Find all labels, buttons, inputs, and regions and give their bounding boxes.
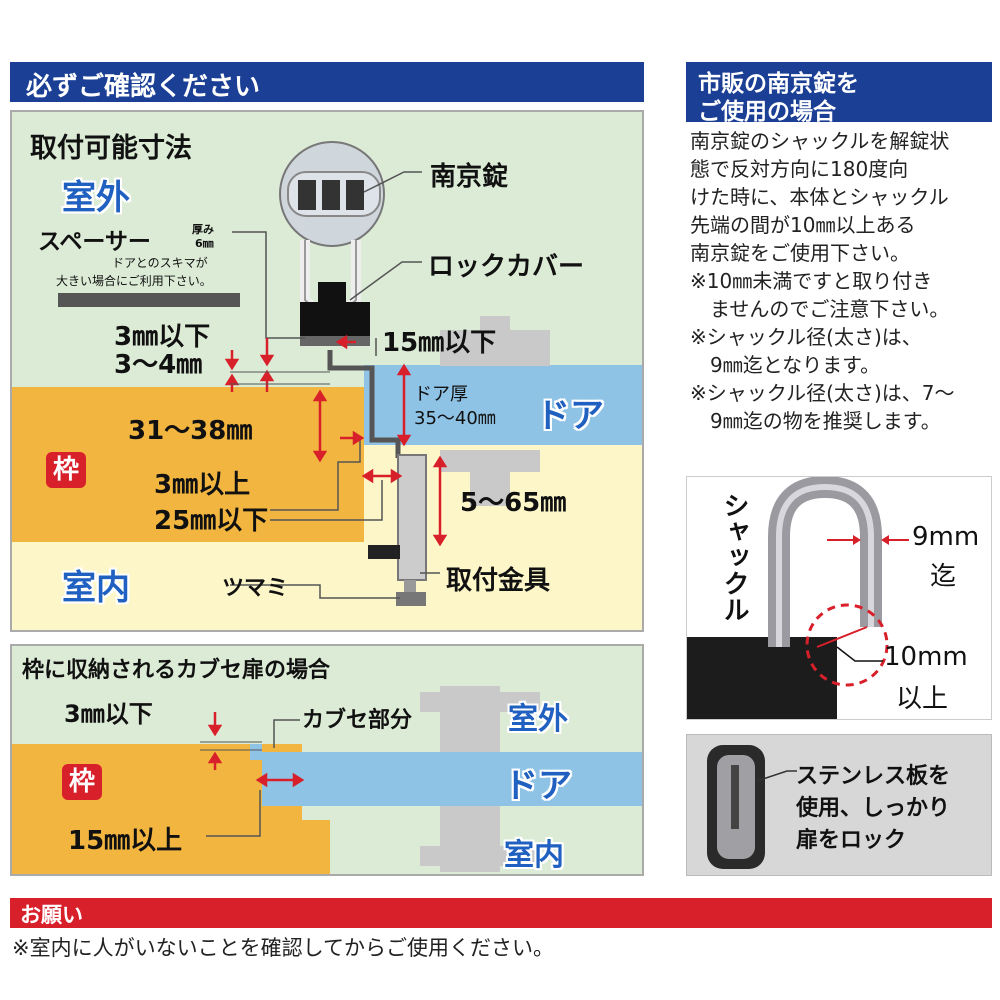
- kabuse-outside-label: 室外: [508, 702, 568, 737]
- shackle-photo: [686, 476, 992, 720]
- stainless-plate-photo: [686, 734, 992, 876]
- door-thickness-label: ドア厚: [414, 384, 468, 405]
- spacer-bar: [58, 293, 240, 307]
- kabuse-inside-label: 室内: [504, 838, 564, 873]
- side-body-line: 9㎜迄となります。: [690, 353, 881, 377]
- request-header-text: お願い: [20, 903, 83, 927]
- frame-badge: 枠: [46, 452, 86, 488]
- section-header-confirm-text: 必ずご確認ください: [26, 72, 261, 102]
- shackle-dim-10mm-suffix: 以上: [896, 684, 949, 714]
- dim-31-38: 31～38㎜: [128, 416, 253, 446]
- request-text: ※室内に人がいないことを確認してからご使用ください。: [12, 936, 554, 960]
- door-label: ドア: [536, 396, 604, 436]
- shackle-dim-9mm: 9mm: [912, 522, 980, 552]
- side-body-line: 南京錠のシャックルを解錠状: [690, 129, 950, 153]
- side-body-line: けた時に、本体とシャックル: [690, 185, 949, 209]
- padlock-label: 南京錠: [430, 162, 509, 192]
- bracket-label: 取付金具: [446, 566, 551, 596]
- dim-3-4mm: 3～4㎜: [114, 350, 203, 380]
- side-body-line: 先端の間が10㎜以上ある: [690, 213, 916, 237]
- side-body-line: 9㎜迄の物を推奨します。: [690, 409, 941, 433]
- spacer-thickness-a: 厚み: [192, 223, 214, 236]
- kabuse-frame-badge: 枠: [62, 764, 102, 800]
- side-header-line-2: ご使用の場合: [698, 99, 836, 125]
- mount-dimensions-title: 取付可能寸法: [30, 133, 192, 164]
- side-body-line: 態で反対方向に180度向: [690, 157, 909, 181]
- door-thickness-value: 35～40㎜: [414, 408, 496, 429]
- kabuse-dim-3mm-below: 3㎜以下: [64, 700, 153, 728]
- side-header: [686, 62, 992, 122]
- plate-desc-1: ステンレス板を: [796, 764, 951, 789]
- spacer-thickness-b: 6㎜: [195, 237, 214, 250]
- door-zone: [364, 365, 642, 445]
- outside-label: 室外: [62, 178, 130, 218]
- plate-desc-3: 扉をロック: [796, 828, 907, 853]
- spacer-desc-1: ドアとのスキマが: [112, 256, 208, 270]
- spacer-label: スペーサー: [38, 229, 151, 255]
- shackle-label: シャックル: [719, 492, 749, 622]
- request-header-bar: [10, 898, 992, 928]
- kabuse-door-label: ドア: [504, 766, 572, 806]
- side-body-line: 南京錠をご使用下さい。: [690, 241, 910, 265]
- dim-3mm-above: 3㎜以上: [154, 470, 251, 500]
- kabuse-dim-15mm-above: 15㎜以上: [68, 826, 183, 856]
- inside-label: 室内: [62, 568, 130, 608]
- side-body-line: ※シャックル径(太さ)は、: [690, 325, 922, 349]
- section-header-confirm: [10, 62, 644, 102]
- lock-cover-label: ロックカバー: [428, 252, 585, 282]
- side-body-line: ※10㎜未満ですと取り付き: [690, 269, 933, 293]
- knob-label: ツマミ: [222, 576, 289, 601]
- kabuse-part-label: カブセ部分: [302, 708, 413, 733]
- side-body-line: ※シャックル径(太さ)は、7～: [690, 381, 955, 405]
- dim-15mm-below: 15㎜以下: [382, 328, 497, 358]
- plate-desc-2: 使用、しっかり: [796, 796, 951, 821]
- dim-3mm-below: 3㎜以下: [114, 322, 211, 352]
- shackle-dim-9mm-suffix: 迄: [930, 562, 957, 592]
- side-header-line-1: 市販の南京錠を: [698, 71, 859, 97]
- shackle-dim-10mm: 10mm: [884, 642, 968, 672]
- inside-zone-left: [12, 542, 364, 630]
- kabuse-title: 枠に収納されるカブセ扉の場合: [22, 658, 331, 683]
- side-body-line: ませんのでご注意下さい。: [690, 297, 950, 321]
- dim-5-65: 5～65㎜: [460, 488, 567, 518]
- spacer-desc-2: 大きい場合にご利用下さい。: [56, 274, 212, 288]
- frame-shape: [12, 387, 364, 542]
- dim-25mm-below: 25㎜以下: [154, 506, 269, 536]
